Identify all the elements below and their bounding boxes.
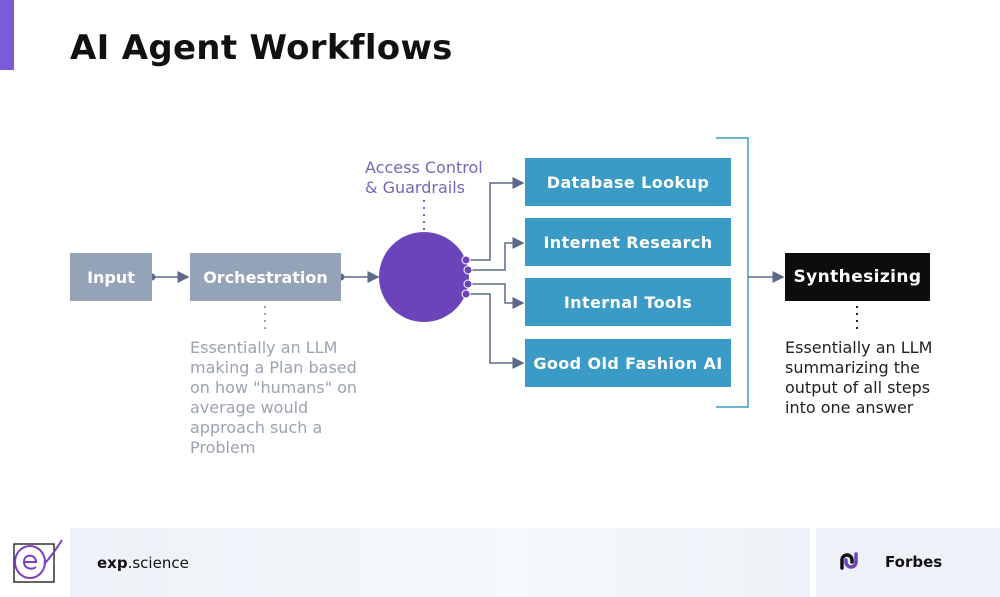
page-title: AI Agent Workflows	[70, 28, 453, 68]
synthesizing-node: Synthesizing	[785, 253, 930, 301]
tool-label: Internal Tools	[563, 292, 693, 312]
synthesizing-label: Synthesizing	[793, 267, 922, 287]
router-to-internal-arrow	[468, 283, 525, 309]
exp-science-logo-icon	[13, 539, 63, 583]
orchestration-note: Essentially an LLM making a Plan based o…	[190, 338, 357, 457]
tools-bracket	[716, 137, 749, 408]
partner-name: Forbes	[885, 553, 943, 571]
tool-label: Good Old Fashion AI	[533, 353, 723, 373]
brand-name: exp.science	[97, 554, 189, 572]
access-control-note: Access Control & Guardrails	[365, 158, 483, 197]
tool-label: Internet Research	[543, 232, 713, 252]
orchestration-node: Orchestration	[190, 253, 341, 301]
footer-left	[70, 528, 810, 597]
router-to-database-arrow	[466, 177, 525, 261]
router-circle	[379, 232, 469, 322]
tool-internet-research: Internet Research	[525, 218, 731, 266]
router-to-gofai-arrow	[466, 293, 525, 369]
accent-bar	[0, 0, 14, 70]
input-label: Input	[87, 267, 135, 287]
tool-label: Database Lookup	[546, 172, 710, 192]
orchestration-label: Orchestration	[203, 267, 328, 287]
input-node: Input	[70, 253, 152, 301]
tool-internal-tools: Internal Tools	[525, 278, 731, 326]
synthesizing-note: Essentially an LLM summarizing the outpu…	[785, 338, 933, 417]
router-to-internet-arrow	[468, 237, 525, 271]
tool-database-lookup: Database Lookup	[525, 158, 731, 206]
tool-good-old-fashion-ai: Good Old Fashion AI	[525, 339, 731, 387]
partner-logo-icon	[840, 552, 858, 570]
